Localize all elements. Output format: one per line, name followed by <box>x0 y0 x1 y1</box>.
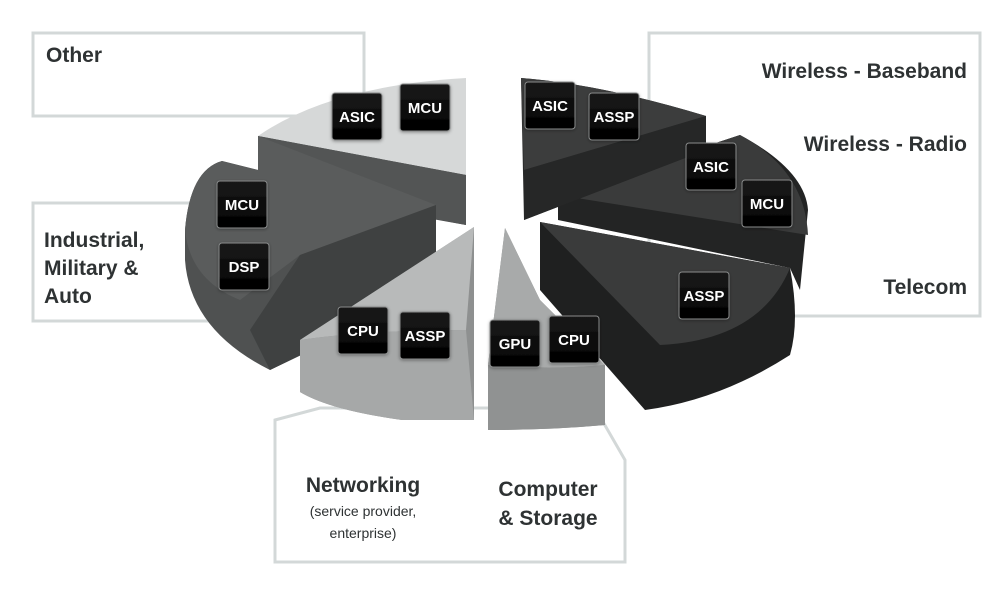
chip-dsp-industrial: DSP <box>218 242 270 291</box>
chip-badge <box>216 180 268 229</box>
chip-badge <box>685 142 737 191</box>
chip-badge <box>588 92 640 141</box>
chip-label: ASSP <box>594 109 635 126</box>
chip-badge <box>548 315 600 364</box>
chip-assp-wireless-baseband: ASSP <box>588 92 640 141</box>
label-industrial-line1: Industrial, <box>44 229 144 252</box>
chip-badge <box>741 179 793 228</box>
chip-cpu-networking: CPU <box>337 306 389 355</box>
label-networking-sub2: enterprise) <box>330 525 397 541</box>
chip-label: ASSP <box>405 328 446 345</box>
chip-label: ASIC <box>339 109 375 126</box>
label-computer-line1: Computer <box>498 478 597 501</box>
chip-mcu-wireless-radio: MCU <box>741 179 793 228</box>
chip-badge <box>489 319 541 368</box>
chip-label: MCU <box>225 197 259 214</box>
chip-assp-networking: ASSP <box>399 311 451 360</box>
chip-label: CPU <box>558 332 590 349</box>
chip-badge <box>678 271 730 320</box>
label-wireless-baseband: Wireless - Baseband <box>762 60 967 83</box>
label-box-other <box>31 31 366 118</box>
chip-label: DSP <box>229 259 260 276</box>
label-networking: Networking <box>306 474 420 497</box>
chip-label: MCU <box>408 100 442 117</box>
label-networking-sub1: (service provider, <box>310 503 417 519</box>
chip-badge <box>399 311 451 360</box>
chip-asic-wireless-baseband: ASIC <box>524 81 576 130</box>
label-wireless-radio: Wireless - Radio <box>804 133 967 156</box>
chip-badge <box>399 83 451 132</box>
chip-badge <box>331 92 383 141</box>
label-computer-line2: & Storage <box>498 507 597 530</box>
chip-gpu-computer-storage: GPU <box>489 319 541 368</box>
label-other: Other <box>46 44 102 67</box>
chip-label: CPU <box>347 323 379 340</box>
chip-badge <box>218 242 270 291</box>
chip-mcu-other: MCU <box>399 83 451 132</box>
label-industrial-line3: Auto <box>44 285 92 308</box>
label-box-networking-computer <box>273 406 627 564</box>
chip-cpu-computer-storage: CPU <box>548 315 600 364</box>
label-telecom: Telecom <box>883 276 967 299</box>
chip-assp-telecom: ASSP <box>678 271 730 320</box>
label-industrial-line2: Military & <box>44 257 139 280</box>
chip-mcu-industrial: MCU <box>216 180 268 229</box>
chip-label: GPU <box>499 336 532 353</box>
chip-asic-other: ASIC <box>331 92 383 141</box>
chip-label: MCU <box>750 196 784 213</box>
chip-badge <box>337 306 389 355</box>
chip-label: ASSP <box>684 288 725 305</box>
chip-label: ASIC <box>532 98 568 115</box>
chip-badge <box>524 81 576 130</box>
chip-asic-wireless-radio: ASIC <box>685 142 737 191</box>
chip-label: ASIC <box>693 159 729 176</box>
